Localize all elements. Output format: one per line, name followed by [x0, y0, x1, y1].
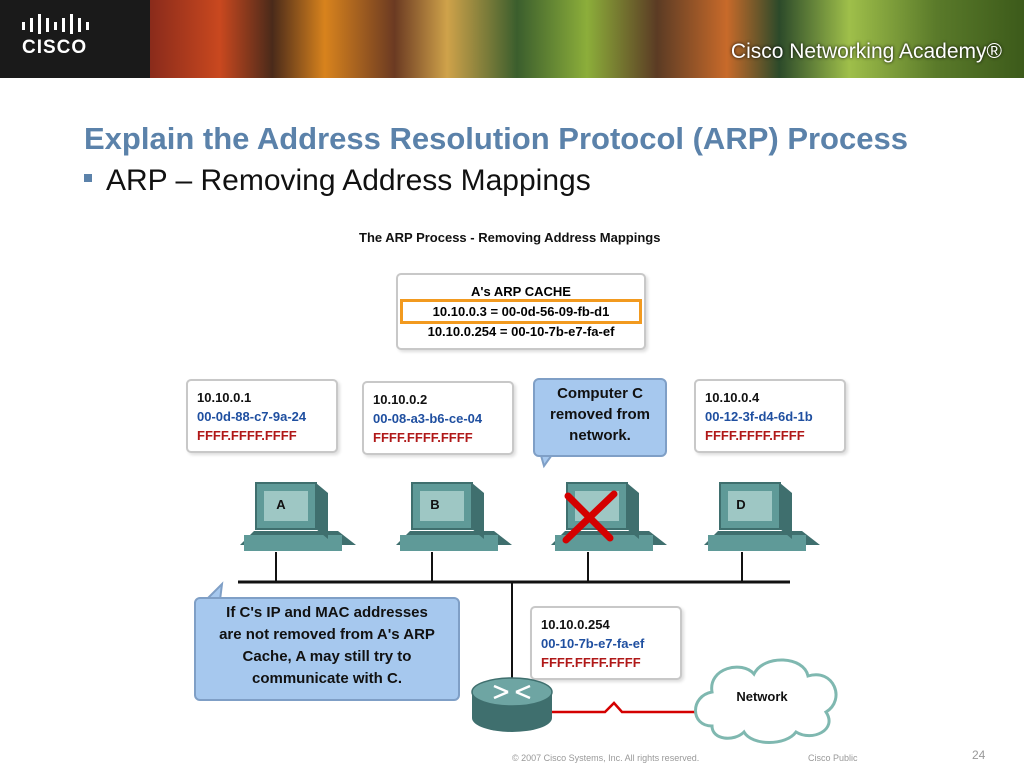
- host-info-b: 10.10.0.2 00-08-a3-b6-ce-04 FFFF.FFFF.FF…: [362, 381, 514, 455]
- bullet-text: ARP – Removing Address Mappings: [106, 164, 591, 197]
- callout-line: Cache, A may still try to: [242, 648, 412, 665]
- cisco-bars-icon: [22, 14, 89, 34]
- arp-cache-box: A's ARP CACHE 10.10.0.3 = 00-0d-56-09-fb…: [396, 273, 646, 350]
- academy-title: Cisco Networking Academy®: [730, 40, 1002, 63]
- bullet-square-icon: [84, 174, 92, 183]
- computer-icon: [240, 482, 356, 551]
- router-mac: 00-10-7b-e7-fa-ef: [541, 636, 645, 651]
- router-ip: 10.10.0.254: [541, 617, 610, 632]
- callout-line: network.: [569, 427, 631, 444]
- host-broadcast: FFFF.FFFF.FFFF: [197, 428, 297, 443]
- computer-icon: [396, 482, 512, 551]
- network-cloud-icon: [694, 658, 838, 744]
- host-broadcast: FFFF.FFFF.FFFF: [373, 430, 473, 445]
- computer-label-b: B: [430, 497, 439, 512]
- host-ip: 10.10.0.1: [197, 390, 252, 405]
- host-info-a: 10.10.0.1 00-0d-88-c7-9a-24 FFFF.FFFF.FF…: [186, 379, 338, 453]
- host-info-d: 10.10.0.4 00-12-3f-d4-6d-1b FFFF.FFFF.FF…: [694, 379, 846, 453]
- serial-link: [552, 701, 698, 714]
- arp-cache-title: A's ARP CACHE: [471, 284, 571, 299]
- router-broadcast: FFFF.FFFF.FFFF: [541, 655, 641, 670]
- host-mac: 00-0d-88-c7-9a-24: [197, 409, 307, 424]
- host-broadcast: FFFF.FFFF.FFFF: [705, 428, 805, 443]
- callout-line: communicate with C.: [251, 670, 403, 687]
- computer-label-d: D: [736, 497, 745, 512]
- router-info: 10.10.0.254 00-10-7b-e7-fa-ef FFFF.FFFF.…: [530, 606, 682, 680]
- host-ip: 10.10.0.4: [705, 390, 760, 405]
- network-cloud-label: Network: [736, 689, 788, 704]
- arp-cache-entry: 10.10.0.254 = 00-10-7b-e7-fa-ef: [427, 324, 615, 339]
- diagram-title: The ARP Process - Removing Address Mappi…: [359, 230, 661, 245]
- slide-title: Explain the Address Resolution Protocol …: [84, 121, 908, 156]
- bullet-item: ARP – Removing Address Mappings: [84, 164, 591, 198]
- callout-computer-c: Computer C removed from network.: [533, 378, 667, 457]
- computer-label-a: A: [276, 497, 286, 512]
- callout-line: are not removed from A's ARP: [219, 626, 435, 643]
- computer-icon: [704, 482, 820, 551]
- page-number: 24: [972, 748, 986, 762]
- host-mac: 00-08-a3-b6-ce-04: [373, 411, 483, 426]
- callout-line: removed from: [549, 406, 651, 423]
- cisco-wordmark: CISCO: [22, 37, 88, 58]
- callout-stale-arp: If C's IP and MAC addresses are not remo…: [194, 597, 460, 701]
- router-icon: [471, 677, 553, 732]
- footer-classification: Cisco Public: [808, 753, 858, 763]
- host-mac: 00-12-3f-d4-6d-1b: [705, 409, 813, 424]
- callout-line: Computer C: [557, 385, 643, 402]
- removed-x-icon: [562, 490, 618, 544]
- banner-photo-strip: [150, 0, 1024, 78]
- callout-line: If C's IP and MAC addresses: [226, 604, 428, 621]
- cisco-logo: CISCO: [0, 0, 150, 78]
- header-banner: CISCO Cisco Networking Academy®: [0, 0, 1024, 78]
- footer-copyright: © 2007 Cisco Systems, Inc. All rights re…: [512, 753, 700, 763]
- host-ip: 10.10.0.2: [373, 392, 428, 407]
- arp-cache-entry-highlighted: 10.10.0.3 = 00-0d-56-09-fb-d1: [400, 299, 642, 324]
